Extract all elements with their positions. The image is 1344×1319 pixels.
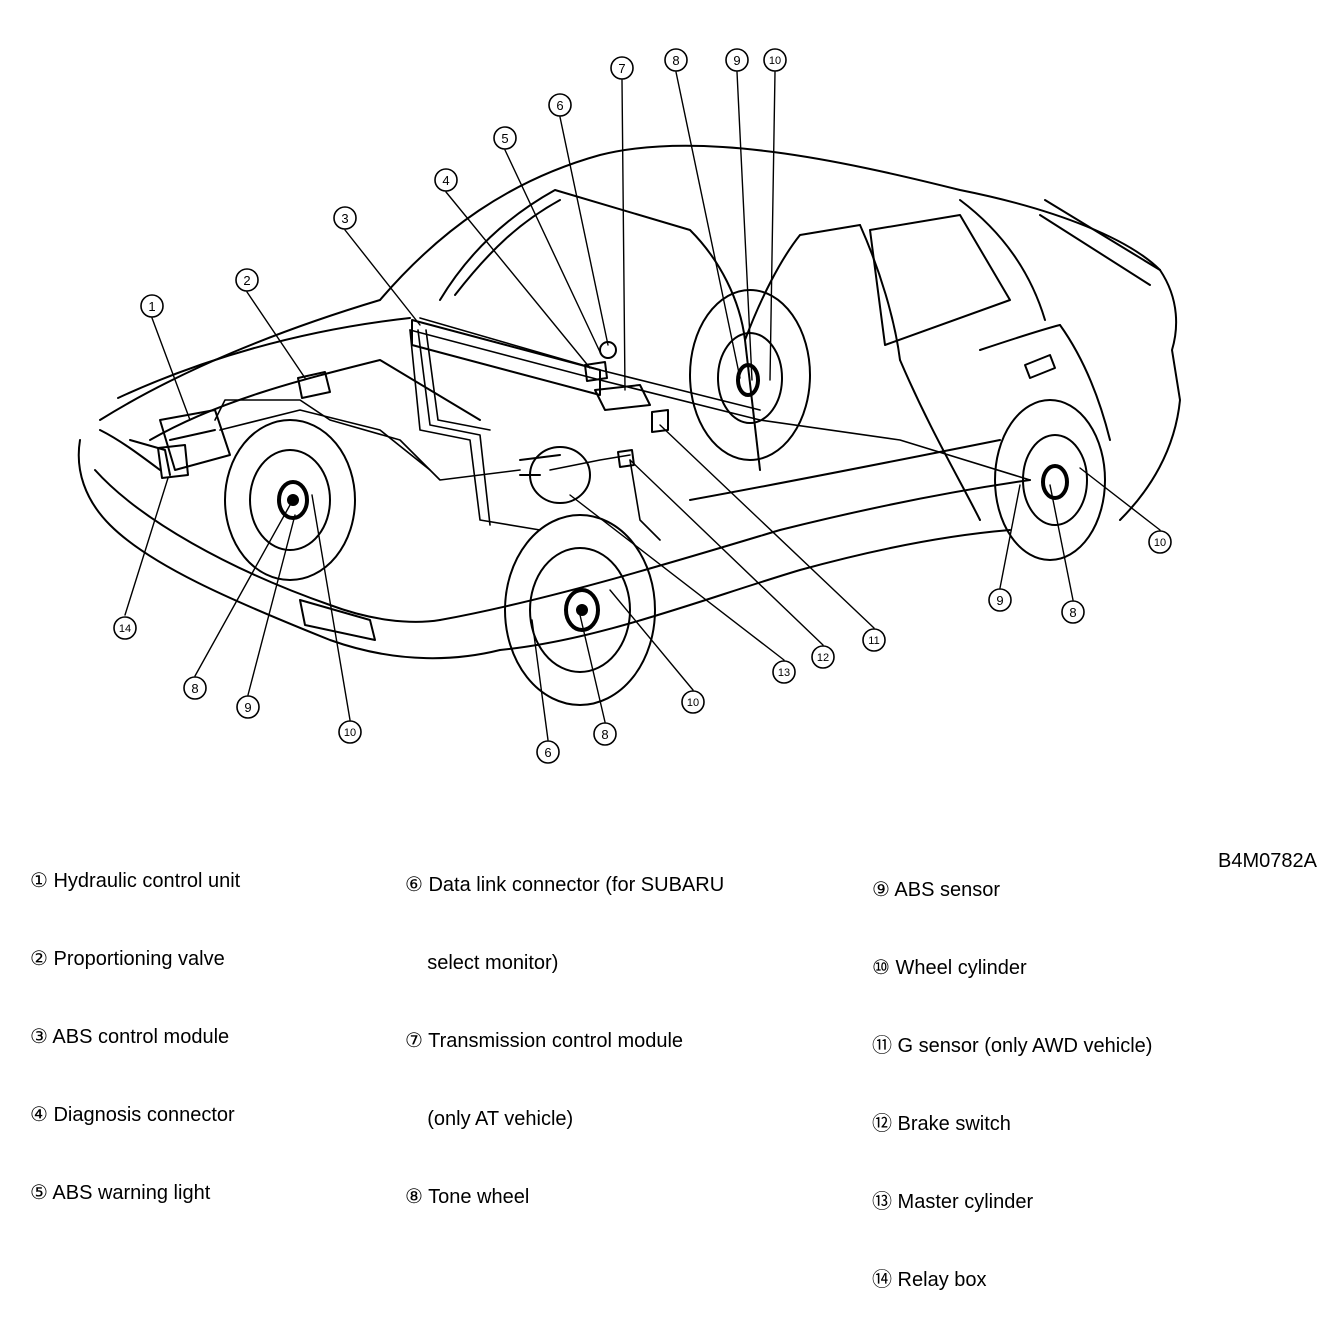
callout-14: 14 bbox=[113, 616, 137, 640]
brake-lines bbox=[214, 317, 1031, 541]
callout-10-fr-label: 10 bbox=[687, 697, 699, 709]
callout-3-label: 3 bbox=[341, 211, 348, 226]
callout-8-fl-label: 8 bbox=[191, 681, 198, 696]
front-right-wheel bbox=[504, 514, 656, 706]
legend-item-4: ④ Diagnosis connector bbox=[30, 1104, 235, 1126]
brake-switch bbox=[617, 449, 635, 468]
callout-13: 13 bbox=[772, 660, 796, 684]
callout-13-label: 13 bbox=[778, 667, 790, 679]
diagnosis-connector bbox=[584, 361, 608, 382]
hydraulic-control-unit bbox=[159, 409, 231, 471]
callout-11: 11 bbox=[862, 628, 886, 652]
components bbox=[157, 319, 669, 504]
callout-5-label: 5 bbox=[501, 131, 508, 146]
callouts: 1 2 3 4 5 6 7 8 9 10 14 8 9 10 6 8 10 13… bbox=[113, 48, 1172, 764]
callout-6-bottom-label: 6 bbox=[544, 745, 551, 760]
callout-8-rr: 8 bbox=[1061, 600, 1085, 624]
callout-12: 12 bbox=[811, 645, 835, 669]
callout-6-label: 6 bbox=[556, 98, 563, 113]
callout-7: 7 bbox=[610, 56, 634, 80]
callout-9-rr: 9 bbox=[988, 588, 1012, 612]
front-left-wheel bbox=[224, 419, 356, 581]
callout-10-top: 10 bbox=[763, 48, 787, 72]
callout-10-rr-label: 10 bbox=[1154, 537, 1166, 549]
callout-10-top-label: 10 bbox=[769, 55, 781, 67]
callout-9-rr-label: 9 bbox=[996, 593, 1003, 608]
callout-8-rr-label: 8 bbox=[1069, 605, 1076, 620]
legend-item-5: ⑤ ABS warning light bbox=[30, 1182, 211, 1204]
callout-11-label: 11 bbox=[868, 635, 879, 647]
abs-layout-diagram: 1 2 3 4 5 6 7 8 9 10 14 8 9 10 6 8 10 13… bbox=[77, 48, 1181, 764]
rear-left-wheel bbox=[689, 289, 811, 461]
callout-8-top: 8 bbox=[664, 48, 688, 72]
legend-item-7-cont: (only AT vehicle) bbox=[405, 1108, 574, 1130]
callout-4-label: 4 bbox=[442, 173, 449, 188]
legend-column-1: ① Hydraulic control unit ② Proportioning… bbox=[30, 816, 240, 1232]
rear-right-wheel bbox=[994, 399, 1106, 561]
proportioning-valve bbox=[297, 371, 331, 399]
legend-item-10: ⑩ Wheel cylinder bbox=[872, 957, 1027, 979]
callout-5: 5 bbox=[493, 126, 517, 150]
relay-box bbox=[157, 444, 189, 479]
abs-control-module bbox=[411, 319, 601, 396]
figure-code: B4M0782A bbox=[1218, 850, 1317, 872]
callout-10-rr: 10 bbox=[1148, 530, 1172, 554]
legend-item-6-cont: select monitor) bbox=[405, 952, 559, 974]
callout-9-top: 9 bbox=[725, 48, 749, 72]
callout-9-fl: 9 bbox=[236, 695, 260, 719]
callout-1: 1 bbox=[140, 294, 164, 318]
callout-10-fl-label: 10 bbox=[344, 727, 356, 739]
callout-8-fl: 8 bbox=[183, 676, 207, 700]
callout-9-top-label: 9 bbox=[733, 53, 740, 68]
g-sensor bbox=[651, 409, 669, 433]
car-body bbox=[77, 144, 1181, 660]
callout-8-fr: 8 bbox=[593, 722, 617, 746]
legend-item-12: ⑫ Brake switch bbox=[872, 1113, 1011, 1135]
legend-item-1: ① Hydraulic control unit bbox=[30, 870, 241, 892]
callout-10-fl: 10 bbox=[338, 720, 362, 744]
legend-item-8: ⑧ Tone wheel bbox=[405, 1186, 530, 1208]
callout-2-label: 2 bbox=[243, 273, 250, 288]
leader-lines bbox=[124, 71, 1161, 741]
diagram-page: 1 2 3 4 5 6 7 8 9 10 14 8 9 10 6 8 10 13… bbox=[30, 48, 1317, 1291]
callout-1-label: 1 bbox=[148, 299, 155, 314]
callout-12-label: 12 bbox=[817, 652, 829, 664]
callout-8-fr-label: 8 bbox=[601, 727, 608, 742]
transmission-control-module bbox=[594, 384, 651, 411]
callout-3: 3 bbox=[333, 206, 357, 230]
callout-14-label: 14 bbox=[119, 623, 131, 635]
callout-2: 2 bbox=[235, 268, 259, 292]
legend-column-2: ⑥ Data link connector (for SUBARU select… bbox=[405, 820, 724, 1236]
legend-column-3: ⑨ ABS sensor ⑩ Wheel cylinder ⑪ G sensor… bbox=[872, 825, 1152, 1319]
callout-7-label: 7 bbox=[618, 61, 625, 76]
callout-6: 6 bbox=[548, 93, 572, 117]
callout-6-bottom: 6 bbox=[536, 740, 560, 764]
callout-4: 4 bbox=[434, 168, 458, 192]
legend-item-2: ② Proportioning valve bbox=[30, 948, 225, 970]
legend-item-6: ⑥ Data link connector (for SUBARU bbox=[405, 874, 725, 896]
callout-8-top-label: 8 bbox=[672, 53, 679, 68]
legend-item-11: ⑪ G sensor (only AWD vehicle) bbox=[872, 1035, 1153, 1057]
wheels bbox=[224, 289, 1106, 706]
legend-item-14: ⑭ Relay box bbox=[872, 1269, 987, 1291]
legend-item-7: ⑦ Transmission control module bbox=[405, 1030, 684, 1052]
legend-item-13: ⑬ Master cylinder bbox=[872, 1191, 1034, 1213]
legend-item-9: ⑨ ABS sensor bbox=[872, 879, 1000, 901]
callout-9-fl-label: 9 bbox=[244, 700, 251, 715]
legend-item-3: ③ ABS control module bbox=[30, 1026, 230, 1048]
callout-10-fr: 10 bbox=[681, 690, 705, 714]
